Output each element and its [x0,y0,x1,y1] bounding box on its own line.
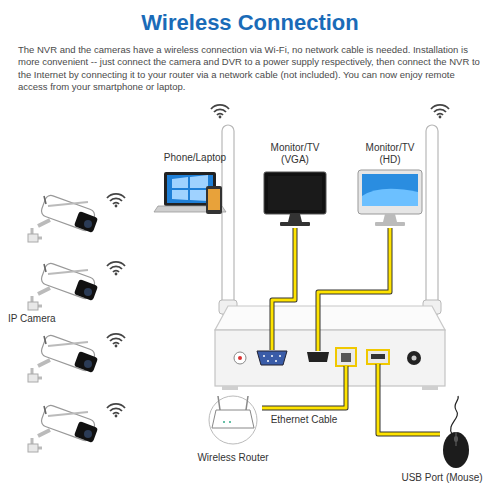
device-label: Monitor/TV (VGA) [262,142,328,166]
nvr-recorder [412,356,417,361]
wireless-router [229,421,231,423]
nvr-recorder [341,353,351,362]
nvr-recorder [234,352,246,364]
nvr-recorder [271,355,273,357]
hd-monitor [383,214,397,222]
wireless-router [246,396,248,410]
nvr-recorder [407,351,421,365]
nvr-recorder [215,306,445,330]
ip-camera [28,194,98,242]
phone-laptop-icon [190,175,208,188]
vga-monitor [264,172,326,214]
yellow-cables [378,364,440,434]
wifi-symbol [107,194,125,207]
ip-camera [28,262,98,310]
wireless-router [209,396,257,444]
hd-monitor [358,170,422,214]
yellow-cables [262,366,346,408]
hd-monitor [362,174,418,206]
title: Wireless Connection [0,10,500,36]
yellow-cables [318,228,390,351]
device-label: Ethernet Cable [266,414,342,426]
yellow-cables [378,364,440,434]
hd-monitor [358,170,422,226]
device-label: IP Camera [8,313,78,325]
nvr-recorder [367,350,389,364]
nvr-antennas [426,125,438,317]
wifi-symbol [211,105,229,118]
wifi-symbol [107,262,125,275]
phone-laptop-icon [206,186,222,214]
phone-laptop-icon [154,172,226,214]
nvr-recorder [238,356,242,360]
nvr-recorder [267,360,269,362]
phone-laptop-icon [172,190,188,200]
usb-mouse [451,396,459,434]
nvr-recorder [275,360,277,362]
usb-mouse [454,436,458,442]
device-label: Phone/Laptop [150,152,240,164]
nvr-antennas [219,125,441,317]
phone-laptop-icon [190,190,208,201]
nvr-recorder [215,330,445,386]
vga-monitor [264,172,326,226]
nvr-recorder [215,306,445,390]
wifi-symbol [431,105,449,118]
phone-laptop-icon [208,189,220,210]
vga-monitor [280,222,310,226]
yellow-cables [262,366,346,408]
yellow-cables [272,228,295,350]
nvr-recorder [336,348,356,366]
wireless-router [209,396,257,444]
nvr-recorder [279,355,281,357]
phone-laptop-icon [172,177,188,188]
wireless-router [218,396,220,410]
hd-monitor [362,189,418,206]
nvr-recorder [371,354,385,359]
nvr-recorder [263,355,265,357]
yellow-cables [272,228,295,350]
vga-monitor [268,176,322,210]
wireless-router [223,421,225,423]
device-label: USB Port (Mouse) [390,472,494,484]
wifi-symbol [107,404,125,417]
ip-camera [28,334,98,382]
wireless-router [212,410,254,428]
nvr-recorder [257,351,287,365]
hd-monitor [375,222,405,226]
yellow-cables [262,228,440,434]
nvr-recorder [422,386,438,390]
device-label: Wireless Router [183,452,283,464]
yellow-cables [318,228,390,351]
nvr-recorder [222,386,238,390]
ip-camera [28,404,98,452]
wifi-symbol [107,334,125,347]
description: The NVR and the cameras have a wireless … [18,44,482,93]
vga-monitor [288,214,302,222]
nvr-recorder [307,352,329,362]
device-label: Monitor/TV (HD) [357,142,423,166]
usb-mouse [443,432,469,468]
usb-mouse [443,396,469,468]
